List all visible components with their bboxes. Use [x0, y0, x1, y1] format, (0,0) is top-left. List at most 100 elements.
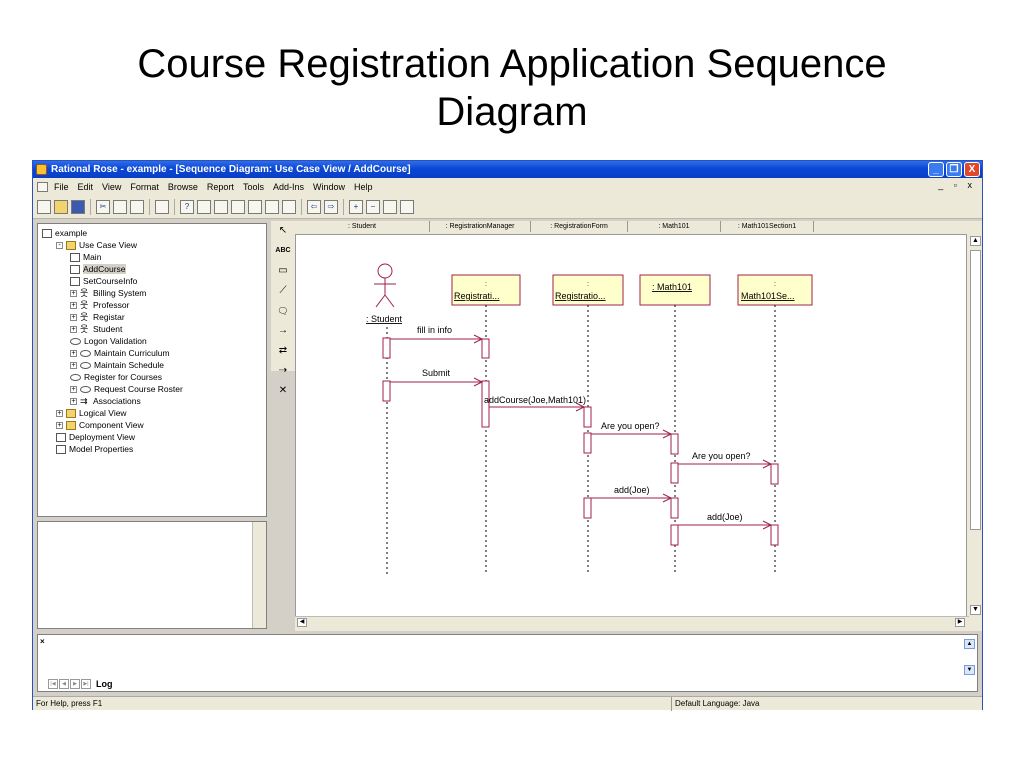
scroll-right-icon[interactable]: ▶ [955, 618, 965, 627]
first-tab-icon[interactable]: |◀ [48, 679, 58, 689]
previous-tab-icon[interactable]: ◀ [59, 679, 69, 689]
undo-fit-icon[interactable] [400, 199, 414, 214]
browse-previous-icon[interactable]: ⇦ [307, 199, 321, 214]
scroll-thumb[interactable] [970, 250, 981, 530]
minimize-button[interactable]: _ [928, 162, 944, 177]
tree-item[interactable]: example [42, 227, 87, 239]
new-icon[interactable] [37, 199, 51, 214]
window-title-bar[interactable]: Rational Rose - example - [Sequence Diag… [33, 161, 982, 178]
close-button[interactable]: X [964, 162, 980, 177]
browse-parent-icon[interactable] [282, 199, 296, 214]
return-message-tool-icon[interactable]: ⇢ [278, 365, 288, 376]
expand-icon[interactable]: + [70, 398, 77, 406]
activation-bar[interactable] [770, 463, 779, 485]
scroll-down-icon[interactable]: ▼ [970, 605, 981, 615]
tree-item[interactable]: Main [70, 251, 101, 263]
tree-item[interactable]: +Request Course Roster [70, 383, 183, 395]
mdi-child-controls[interactable]: _ ▫ x [938, 180, 976, 190]
log-tab[interactable]: Log [96, 679, 113, 689]
tree-item[interactable]: +Logical View [56, 407, 127, 419]
selection-tool-icon[interactable]: ↖ [278, 225, 288, 236]
log-window[interactable]: × ▲ ▼ |◀ ◀ ▶ ▶| Log [37, 634, 978, 692]
restore-button[interactable]: ❐ [946, 162, 962, 177]
documentation-scrollbar[interactable] [252, 522, 266, 628]
open-icon[interactable] [54, 199, 68, 214]
activation-bar[interactable] [670, 462, 679, 484]
activation-bar[interactable] [382, 337, 391, 359]
zoom-out-icon[interactable]: − [366, 199, 380, 214]
tree-item[interactable]: +Maintain Curriculum [70, 347, 170, 359]
tree-item[interactable]: +Component View [56, 419, 144, 431]
context-help-icon[interactable]: ? [180, 199, 194, 214]
tree-item[interactable]: Register for Courses [70, 371, 162, 383]
close-log-icon[interactable]: × [40, 637, 45, 646]
activation-bar[interactable] [481, 338, 490, 359]
expand-icon[interactable]: + [70, 314, 77, 322]
tree-item[interactable]: Model Properties [56, 443, 133, 455]
tree-item[interactable]: Deployment View [56, 431, 135, 443]
message-fill-in-info[interactable] [390, 334, 484, 344]
activation-bar[interactable] [382, 380, 391, 402]
activation-bar[interactable] [670, 497, 679, 519]
scroll-up-icon[interactable]: ▲ [970, 236, 981, 246]
menu-window[interactable]: Window [312, 181, 345, 192]
object-math101-section1[interactable]: : Math101Se... [737, 274, 813, 306]
copy-icon[interactable] [113, 199, 127, 214]
menu-browse[interactable]: Browse [167, 181, 198, 192]
cut-icon[interactable]: ✂ [96, 199, 110, 214]
expand-icon[interactable]: + [70, 326, 77, 334]
menu-add-ins[interactable]: Add-Ins [272, 181, 304, 192]
column-header-registration-form[interactable]: : RegistrationForm [531, 221, 628, 232]
menu-report[interactable]: Report [206, 181, 234, 192]
object-registration-manager[interactable]: : Registrati... [451, 274, 521, 306]
log-scroll-down-icon[interactable]: ▼ [964, 665, 975, 675]
message-are-you-open-math101[interactable] [591, 429, 673, 439]
tree-item[interactable]: +⇉Associations [70, 395, 141, 407]
diagram-vertical-scrollbar[interactable]: ▲ ▼ [969, 234, 982, 629]
fit-in-window-icon[interactable] [383, 199, 397, 214]
expand-icon[interactable]: + [70, 290, 77, 298]
expand-icon[interactable]: + [70, 386, 77, 394]
tree-item[interactable]: +Maintain Schedule [70, 359, 164, 371]
text-box-tool-icon[interactable]: ABC [275, 247, 291, 254]
student-actor[interactable]: : Student [366, 263, 403, 324]
activation-bar[interactable] [670, 433, 679, 455]
activation-bar[interactable] [770, 524, 779, 546]
message-add-joe-math101[interactable] [591, 493, 673, 503]
view-documentation-icon[interactable] [197, 199, 211, 214]
tree-item[interactable]: Logon Validation [70, 335, 147, 347]
message-to-self-tool-icon[interactable]: ⇄ [278, 345, 288, 356]
message-submit[interactable] [390, 377, 484, 387]
activation-bar[interactable] [670, 524, 679, 546]
activation-bar[interactable] [583, 432, 592, 454]
menu-tools[interactable]: Tools [242, 181, 264, 192]
column-header-math101[interactable]: : Math101 [628, 221, 721, 232]
browse-class-diagram-icon[interactable] [214, 199, 228, 214]
next-tab-icon[interactable]: ▶ [70, 679, 80, 689]
message-add-course[interactable] [489, 402, 586, 412]
activation-bar[interactable] [583, 406, 592, 428]
activation-bar[interactable] [583, 497, 592, 519]
expand-icon[interactable]: + [70, 350, 77, 358]
object-message-tool-icon[interactable]: → [278, 325, 288, 336]
menu-view[interactable]: View [102, 181, 122, 192]
diagram-canvas[interactable]: : Student : Registrati... : Registratio.… [295, 234, 967, 624]
object-registration-form[interactable]: : Registratio... [552, 274, 624, 306]
expand-icon[interactable]: + [56, 410, 63, 418]
menu-help[interactable]: Help [354, 181, 373, 192]
expand-icon[interactable]: + [56, 422, 63, 430]
browse-next-icon[interactable]: ⇨ [324, 199, 338, 214]
tree-item[interactable]: -Use Case View [56, 239, 137, 251]
destruction-marker-tool-icon[interactable]: ✕ [278, 385, 288, 396]
note-tool-icon[interactable]: ▭ [278, 265, 288, 276]
zoom-in-icon[interactable]: + [349, 199, 363, 214]
collapse-icon[interactable]: - [56, 242, 63, 250]
column-header-student[interactable]: : Student [295, 221, 430, 232]
browse-interaction-diagram-icon[interactable] [231, 199, 245, 214]
tree-item[interactable]: SetCourseInfo [70, 275, 137, 287]
save-icon[interactable] [71, 199, 85, 214]
